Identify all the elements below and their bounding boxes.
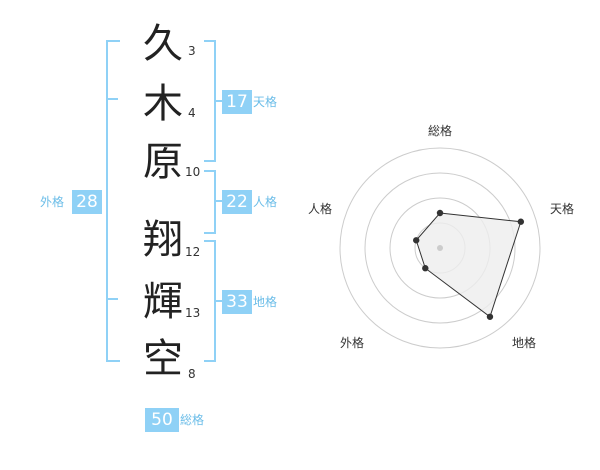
stroke-count-1: 3	[188, 44, 196, 58]
radar-grid-ring	[364, 172, 516, 324]
gaikaku-bracket-tick	[106, 298, 118, 300]
radar-axis-label-chikaku: 地格	[512, 336, 537, 350]
jinkaku-value-badge: 22	[222, 190, 252, 214]
gaikaku-bracket-tick	[106, 98, 118, 100]
jinkaku-bracket	[204, 170, 216, 234]
tenkaku-label: 天格	[253, 95, 278, 109]
gaikaku-label: 外格	[40, 195, 65, 209]
radar-point-4	[413, 237, 420, 244]
stroke-count-5: 13	[185, 306, 201, 320]
stroke-count-6: 8	[188, 367, 196, 381]
kanji-char-4: 翔	[143, 217, 183, 263]
fortune-radar-chart	[339, 147, 541, 349]
radar-axis-label-soukaku: 総格	[428, 124, 453, 138]
chikaku-value-badge: 33	[222, 290, 252, 314]
kanji-char-5: 輝	[143, 279, 183, 325]
radar-axis-label-gaikaku: 外格	[340, 336, 365, 350]
stroke-count-2: 4	[188, 106, 196, 120]
jinkaku-label: 人格	[253, 195, 278, 209]
stroke-count-4: 12	[185, 245, 201, 259]
kanji-char-1: 久	[143, 21, 183, 67]
gaikaku-value-badge: 28	[72, 190, 102, 214]
radar-point-0	[436, 209, 444, 217]
radar-center-dot	[437, 245, 443, 251]
radar-value-polygon	[415, 212, 522, 318]
soukaku-label: 総格	[180, 413, 205, 427]
jinkaku-bracket-connector	[214, 200, 222, 202]
radar-grid-ring	[339, 147, 541, 349]
soukaku-value-badge: 50	[145, 408, 179, 432]
radar-point-1	[517, 218, 525, 225]
kanji-char-2: 木	[143, 81, 183, 127]
chikaku-bracket-connector	[214, 300, 222, 302]
radar-axis-label-jinkaku: 人格	[308, 202, 333, 216]
radar-point-3	[422, 265, 429, 272]
radar-point-2	[486, 313, 494, 320]
tenkaku-bracket-connector	[214, 100, 222, 102]
radar-axis-label-tenkaku: 天格	[550, 202, 575, 216]
kanji-char-3: 原	[143, 139, 183, 185]
stroke-count-3: 10	[185, 165, 201, 179]
kanji-char-6: 空	[143, 336, 183, 382]
tenkaku-value-badge: 17	[222, 90, 252, 114]
gaikaku-bracket	[106, 40, 120, 362]
chikaku-label: 地格	[253, 295, 278, 309]
